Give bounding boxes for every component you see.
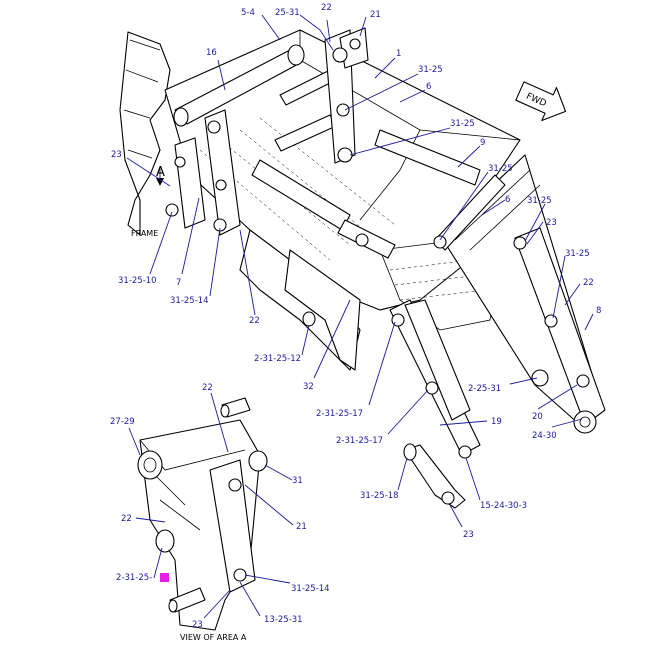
- detail-callout-22-left: 22: [121, 514, 132, 524]
- detail-callout-31-25-14: 31-25-14: [291, 584, 330, 594]
- callout-2-31-25-12: 2-31-25-12: [254, 354, 301, 364]
- detail-boss: [137, 450, 163, 480]
- detail-callout-31: 31: [292, 476, 303, 486]
- frame-label: FRAME: [131, 229, 158, 238]
- callout-23-left: 23: [111, 150, 122, 160]
- callout-32: 32: [303, 382, 314, 392]
- callout-16: 16: [206, 48, 217, 58]
- callout-8: 8: [596, 306, 601, 316]
- callout-22-right: 22: [583, 278, 594, 288]
- callout-31-25-c: 31-25: [488, 164, 513, 174]
- section-marker-a: [156, 168, 164, 186]
- link-arm-6: [374, 129, 506, 251]
- tilt-link-19: [389, 299, 481, 509]
- callout-22-mid: 22: [249, 316, 260, 326]
- frame-body: [119, 31, 171, 236]
- callout-6-b: 6: [505, 195, 510, 205]
- callout-23-bottom: 23: [463, 530, 474, 540]
- callout-2-31-25-17-b: 2-31-25-17: [336, 436, 383, 446]
- callout-20: 20: [532, 412, 543, 422]
- callout-31-25-b: 31-25: [450, 119, 475, 129]
- frame-plate-32: [284, 249, 361, 371]
- callout-15-24-30-3: 15-24-30-3: [480, 501, 527, 511]
- detail-callout-22-top: 22: [202, 383, 213, 393]
- highlight-marker: [160, 573, 169, 582]
- callout-31-25-18: 31-25-18: [360, 491, 399, 501]
- callout-31-25-14-main: 31-25-14: [170, 296, 209, 306]
- detail-callout-2-31-25: 2-31-25-: [116, 573, 152, 583]
- callout-25-31-top: 25-31: [275, 8, 300, 18]
- view-caption: VIEW OF AREA A: [180, 633, 247, 642]
- cross-tube-16: [173, 44, 305, 127]
- leader-lines: [126, 14, 594, 619]
- callout-22-top: 22: [321, 3, 332, 13]
- main-assembly: [119, 27, 606, 509]
- detail-bushing-31: [248, 450, 268, 472]
- callout-31-25-d: 31-25: [527, 196, 552, 206]
- boom-arm-right: [439, 154, 606, 434]
- callout-2-25-31: 2-25-31: [468, 384, 501, 394]
- detail-arm: [209, 459, 256, 593]
- callout-23-right: 23: [546, 218, 557, 228]
- bushing-2-31-25-12: [302, 311, 316, 327]
- callout-7: 7: [176, 278, 181, 288]
- callout-31-25-10: 31-25-10: [118, 276, 157, 286]
- fwd-arrow: FWD: [515, 81, 567, 122]
- callout-21-top: 21: [370, 10, 381, 20]
- detail-callout-13-25-31: 13-25-31: [264, 615, 303, 625]
- callout-24-30: 24-30: [532, 431, 557, 441]
- callout-9: 9: [480, 138, 485, 148]
- callout-labels: 5-4 25-31 22 21 16 1 31-25 6 31-25 23 9 …: [110, 3, 601, 642]
- detail-callout-23: 23: [192, 620, 203, 630]
- callout-19: 19: [491, 417, 502, 427]
- detail-view-a: [137, 397, 268, 631]
- callout-31-25-a: 31-25: [418, 65, 443, 75]
- callout-31-25-e: 31-25: [565, 249, 590, 259]
- lift-cylinder: [251, 159, 396, 259]
- detail-bushing-lower: [155, 529, 175, 553]
- detail-callout-21: 21: [296, 522, 307, 532]
- callout-6-a: 6: [426, 82, 431, 92]
- callout-1: 1: [396, 49, 401, 59]
- detail-callout-27-29: 27-29: [110, 417, 135, 427]
- linkage-arm-top: [324, 27, 369, 164]
- section-letter: A: [156, 165, 165, 180]
- callout-5-4: 5-4: [241, 8, 255, 18]
- callout-2-31-25-17-a: 2-31-25-17: [316, 409, 363, 419]
